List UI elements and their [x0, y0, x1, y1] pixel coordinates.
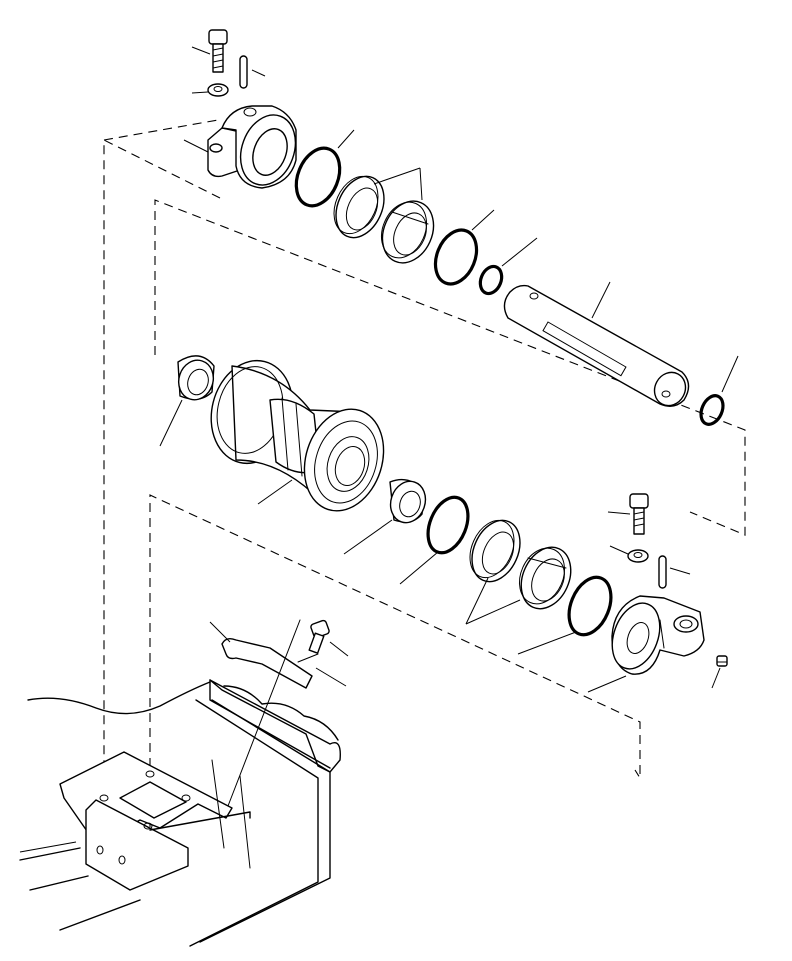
guard-washer — [297, 653, 347, 687]
bolt-top — [191, 29, 228, 73]
shaft — [503, 281, 690, 407]
bracket-right — [587, 595, 705, 693]
o-ring-1 — [294, 129, 355, 208]
bushing-left — [159, 355, 215, 447]
guard-bolt — [308, 619, 349, 657]
bolt-right — [607, 493, 649, 535]
pin-right — [658, 555, 691, 589]
seal-ring-1 — [333, 175, 385, 239]
o-ring-shaft-end — [699, 355, 739, 426]
seal-rings-lower-leader — [465, 577, 521, 625]
grease-plug — [711, 655, 728, 689]
bushing-right — [343, 478, 427, 555]
seal-ring-2 — [380, 200, 435, 264]
seal-rings-leader — [373, 167, 423, 201]
bracket-top — [183, 105, 297, 189]
roller — [210, 359, 385, 512]
guard-plate — [209, 621, 313, 689]
frame-mount — [19, 619, 341, 947]
o-ring-4 — [517, 575, 613, 655]
o-ring-small — [478, 237, 538, 296]
o-ring-3 — [399, 495, 470, 585]
washer-top — [191, 83, 229, 97]
pin-top — [239, 55, 266, 89]
seal-ring-4 — [518, 546, 572, 610]
seal-ring-3 — [469, 519, 521, 583]
o-ring-2 — [433, 209, 495, 286]
washer-right — [609, 545, 649, 563]
assembly-guide-lines — [103, 119, 746, 842]
